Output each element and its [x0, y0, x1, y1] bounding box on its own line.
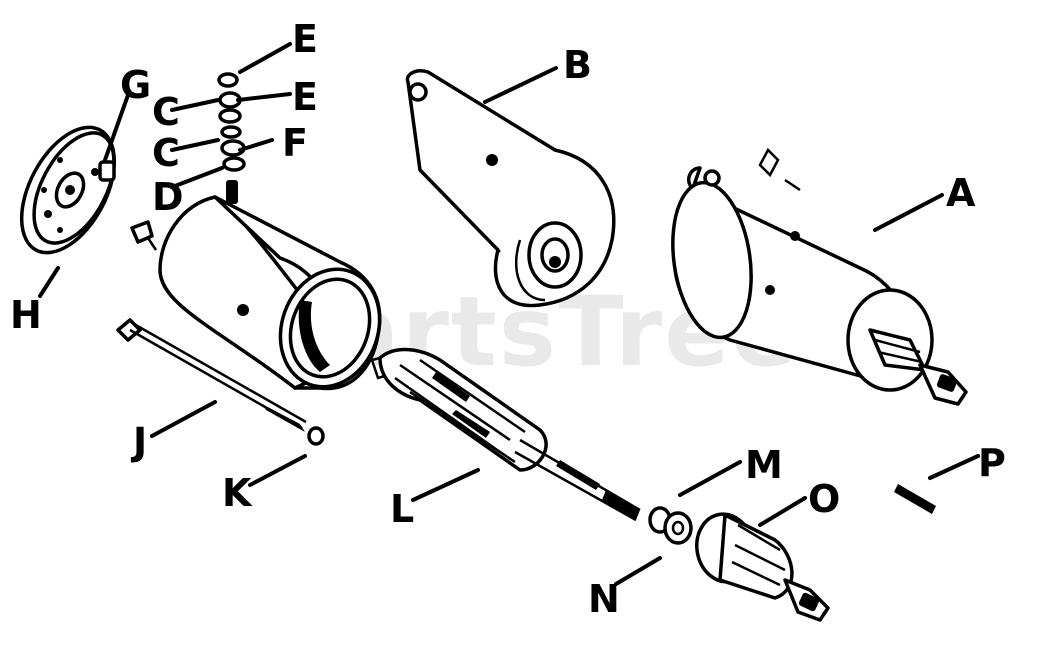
- part-stack-nuts-washers: [217, 72, 246, 204]
- part-p-pin: [894, 484, 936, 514]
- part-b-bracket: [405, 69, 616, 308]
- part-k-washer: [307, 426, 325, 446]
- callout-m-label: M: [745, 443, 783, 487]
- callout-e-label: E: [292, 75, 318, 119]
- callout-e-label: E: [292, 17, 318, 61]
- callout-o-label: O: [808, 477, 840, 521]
- callout-a-label: A: [946, 171, 976, 215]
- callout-f-label: F: [282, 121, 308, 165]
- part-l-armature: [370, 347, 641, 522]
- part-field-housing: [158, 195, 382, 391]
- part-a-starter-assembly: [671, 147, 968, 406]
- part-m-n-washers: [648, 506, 693, 545]
- callout-l-label: L: [390, 487, 414, 531]
- callout-d-label: D: [152, 175, 184, 219]
- callout-j-label: J: [130, 420, 147, 464]
- part-h-end-plate: [19, 125, 117, 255]
- callout-h-label: H: [10, 293, 42, 337]
- callout-k-label: K: [222, 471, 253, 515]
- part-g-brush: [130, 220, 158, 251]
- callout-leaders: [38, 42, 980, 586]
- callout-a-label: B: [563, 43, 592, 87]
- callout-n-label: N: [588, 577, 620, 621]
- callout-g-label: G: [120, 63, 151, 107]
- part-o-drive-gear: [695, 512, 830, 622]
- callout-p-label: P: [978, 441, 1006, 485]
- callout-labels: B A C C D E E F G H J K L M N O P: [10, 17, 1006, 621]
- part-j-through-bolt: [116, 318, 307, 432]
- callout-c-label: C: [152, 131, 180, 175]
- callout-c-label: C: [152, 90, 180, 134]
